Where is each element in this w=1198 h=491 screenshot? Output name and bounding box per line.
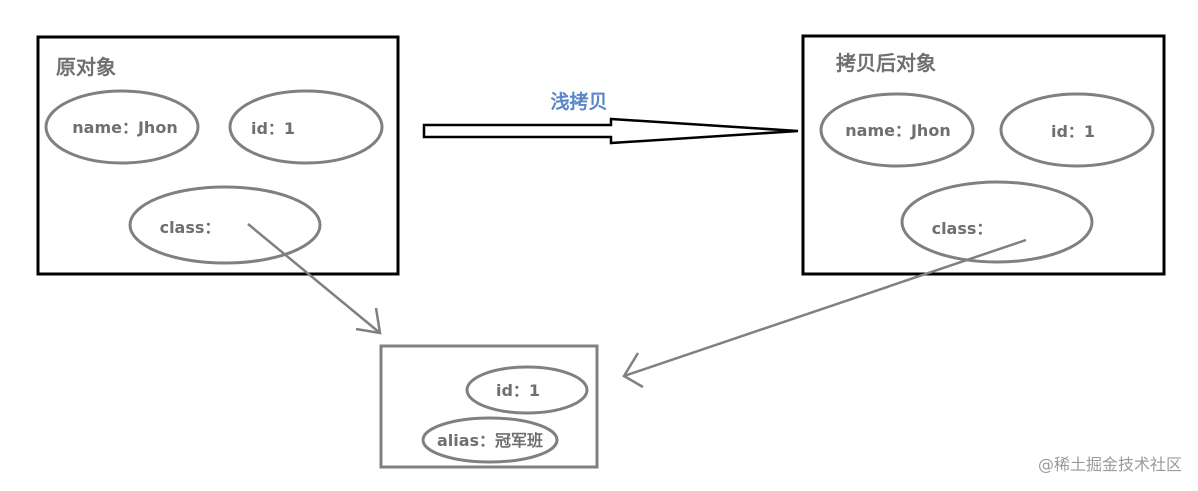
reference-arrows xyxy=(247,223,1027,389)
original-id-field: id：1 xyxy=(251,119,295,138)
shared-id-ellipse xyxy=(465,365,589,415)
original-object-box xyxy=(36,35,400,276)
copied-id-field: id：1 xyxy=(1051,122,1095,141)
copy-arrow-shape xyxy=(422,117,799,145)
shared-alias-ellipse xyxy=(421,416,559,464)
original-class-reference-arrowhead xyxy=(355,307,382,335)
copied-class-ellipse xyxy=(900,180,1094,264)
shared-class-object-box xyxy=(379,344,599,469)
original-class-field: class： xyxy=(160,218,221,237)
original-name-ellipse xyxy=(44,89,200,165)
copied-object-box xyxy=(801,34,1166,276)
shared-alias-field: alias：冠军班 xyxy=(437,431,543,450)
copied-class-reference-arrow xyxy=(623,238,1027,378)
copied-class-field: class： xyxy=(932,219,993,238)
watermark-text: @稀土掘金技术社区 xyxy=(1038,455,1182,474)
original-class-ellipse xyxy=(128,185,322,265)
original-id-ellipse xyxy=(228,89,384,165)
copied-object-title: 拷贝后对象 xyxy=(836,51,936,75)
copied-object: 拷贝后对象 name：Jhon id：1 class： xyxy=(801,34,1166,276)
copy-arrow-label: 浅拷贝 xyxy=(550,90,607,113)
copied-name-ellipse xyxy=(819,92,975,168)
copy-arrow: 浅拷贝 xyxy=(422,90,799,145)
copied-name-field: name：Jhon xyxy=(845,121,950,140)
copied-class-reference-arrowhead xyxy=(622,352,644,389)
original-name-field: name：Jhon xyxy=(72,118,177,137)
copied-id-ellipse xyxy=(999,92,1155,168)
original-class-reference-arrow xyxy=(247,223,381,334)
original-object: 原对象 name：Jhon id：1 class： xyxy=(36,35,400,276)
shared-id-field: id：1 xyxy=(496,381,540,400)
original-object-title: 原对象 xyxy=(56,55,116,79)
shared-class-object: id：1 alias：冠军班 xyxy=(379,344,599,469)
